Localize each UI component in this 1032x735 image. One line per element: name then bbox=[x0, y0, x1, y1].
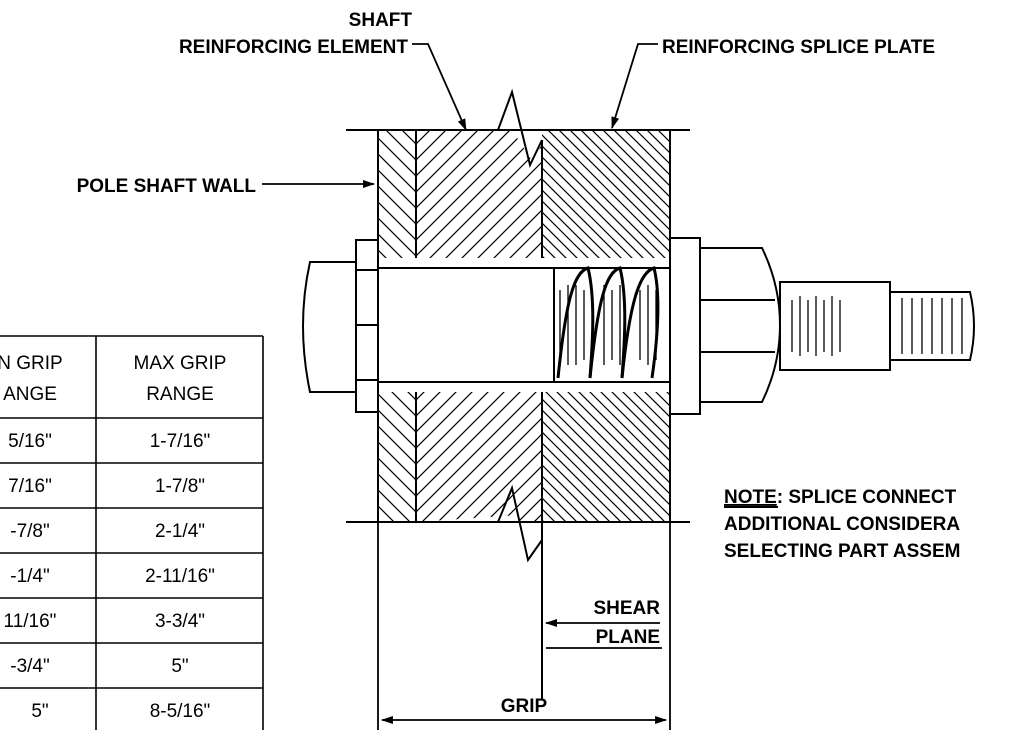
table-cell: 5" bbox=[171, 656, 188, 677]
shaft-label-line2: REINFORCING ELEMENT bbox=[179, 37, 408, 58]
header-min-line2: ANGE bbox=[3, 384, 57, 405]
shaft-label-line1: SHAFT bbox=[349, 10, 413, 31]
note-line2: ADDITIONAL CONSIDERA bbox=[724, 514, 960, 535]
note-block: NOTE: SPLICE CONNECT ADDITIONAL CONSIDER… bbox=[724, 487, 960, 562]
header-min-line1: N GRIP bbox=[0, 353, 63, 374]
table-cell: 2-1/4" bbox=[155, 521, 205, 542]
note-line3: SELECTING PART ASSEM bbox=[724, 541, 960, 562]
table-grid bbox=[0, 335, 264, 730]
table-cell: -3/4" bbox=[10, 656, 49, 677]
note-prefix: NOTE bbox=[724, 487, 777, 508]
splice-plate-label: REINFORCING SPLICE PLATE bbox=[662, 37, 935, 58]
shear-label-line1: SHEAR bbox=[593, 598, 660, 619]
table-cell: 7/16" bbox=[8, 476, 52, 497]
spring-coil bbox=[556, 266, 660, 379]
bolt-assembly bbox=[302, 237, 975, 415]
shear-label-line2: PLANE bbox=[596, 627, 660, 648]
header-max-line1: MAX GRIP bbox=[134, 353, 227, 374]
table-cell: 2-11/16" bbox=[145, 566, 215, 587]
table-cell: -7/8" bbox=[10, 521, 49, 542]
hex-nut bbox=[699, 247, 782, 403]
thread-lines bbox=[559, 285, 963, 365]
pole-wall-label: POLE SHAFT WALL bbox=[77, 176, 257, 197]
grip-range-table: N GRIP ANGE MAX GRIP RANGE 5/16" 1-7/16"… bbox=[0, 335, 264, 730]
table-cell: 1-7/8" bbox=[155, 476, 205, 497]
table-cell: 11/16" bbox=[4, 611, 57, 632]
bolt-shank bbox=[377, 267, 555, 383]
bolt-head bbox=[302, 261, 357, 393]
nut-washer bbox=[669, 237, 701, 415]
grip-label: GRIP bbox=[501, 696, 548, 717]
table-cell: -1/4" bbox=[10, 566, 49, 587]
table-cell: 3-3/4" bbox=[155, 611, 205, 632]
header-max-line2: RANGE bbox=[146, 384, 214, 405]
note-line1-text: : SPLICE CONNECT bbox=[777, 487, 957, 508]
plate-outlines bbox=[346, 88, 690, 700]
leader-lines bbox=[262, 43, 671, 730]
table-cell: 8-5/16" bbox=[150, 701, 211, 722]
bolt-tail bbox=[779, 281, 891, 371]
table-cell: 5/16" bbox=[8, 431, 52, 452]
table-cell: 5" bbox=[31, 701, 48, 722]
table-cell: 1-7/16" bbox=[150, 431, 211, 452]
note-line1: NOTE: SPLICE CONNECT bbox=[724, 487, 957, 508]
